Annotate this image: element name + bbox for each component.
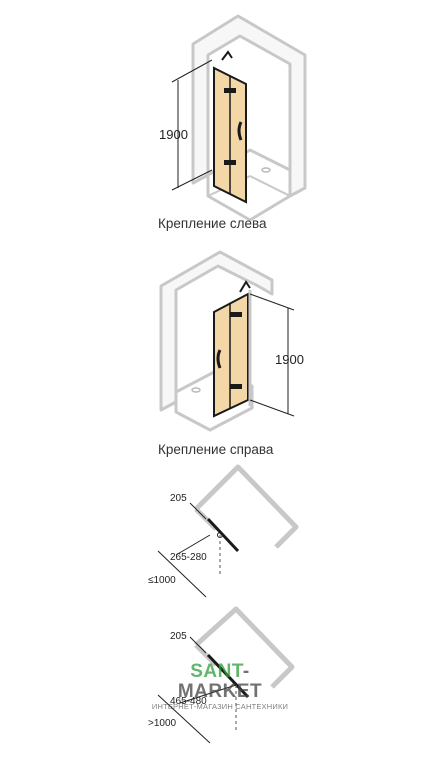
width-label: ≤1000 — [148, 575, 176, 586]
depth-label: 205 — [170, 631, 187, 642]
drain — [191, 387, 201, 393]
hinge-bottom — [224, 160, 236, 165]
plan-small-illustration: 205 265-280 ≤1000 — [148, 464, 299, 598]
dim-extension-bottom — [249, 399, 295, 417]
tray-edge — [249, 175, 291, 197]
wall-bracket — [239, 280, 251, 293]
left-mount-illustration: 1900 — [159, 14, 307, 222]
plan-diagram-small: 205 265-280 ≤1000 — [0, 464, 436, 605]
hinge-bottom — [230, 384, 242, 389]
offset-dimension-line — [179, 684, 237, 704]
drain — [261, 167, 271, 173]
watermark-tagline: ИНТЕРНЕТ-МАГАЗИН САНТЕХНИКИ — [151, 702, 289, 711]
offset-dimension-line — [175, 534, 211, 556]
wall-back-outline — [159, 250, 274, 412]
plan-large-illustration: 205 465-480 >1000 — [148, 606, 295, 744]
depth-label: 205 — [170, 493, 187, 504]
dim-extension-top — [249, 293, 295, 311]
depth-dimension-line — [189, 502, 207, 520]
watermark-brand-left: SANT — [190, 661, 243, 682]
height-label: 1900 — [275, 352, 304, 367]
width-dimension-line — [157, 550, 207, 598]
depth-dimension-line — [189, 636, 207, 654]
plan-diagram-large: 205 465-480 >1000 — [0, 605, 436, 760]
watermark-brand-sep: - — [242, 661, 250, 682]
wall-bracket — [221, 50, 233, 61]
caption-left-mount: Крепление слева — [158, 216, 267, 231]
width-label: >1000 — [148, 718, 177, 729]
caption-right-mount: Крепление справа — [158, 442, 274, 457]
wall-back-outline — [191, 14, 307, 198]
door-handle — [216, 349, 222, 369]
offset-label: 265-280 — [170, 552, 207, 563]
width-dimension-line — [157, 694, 211, 744]
wall-plan — [194, 606, 295, 689]
watermark: SANT-MARKET ИНТЕРНЕТ-МАГАЗИН САНТЕХНИКИ — [150, 662, 290, 712]
left-mount-diagram: 1900 Крепление слева — [0, 0, 436, 240]
dim-extension-bottom — [171, 169, 213, 191]
hinge-top — [230, 312, 242, 317]
watermark-brand: SANT-MARKET — [150, 662, 290, 702]
glass-panel-plan — [206, 653, 250, 699]
height-label: 1900 — [159, 127, 188, 142]
offset-label: 465-480 — [170, 696, 207, 707]
hinge-top — [224, 88, 236, 93]
wall-plan — [194, 464, 299, 549]
watermark-brand-right: MARKET — [177, 681, 263, 702]
door-handle — [237, 121, 243, 141]
right-mount-illustration: 1900 — [159, 250, 304, 432]
right-mount-diagram: 1900 Крепление справа — [0, 240, 436, 465]
dim-extension-top — [171, 59, 213, 83]
